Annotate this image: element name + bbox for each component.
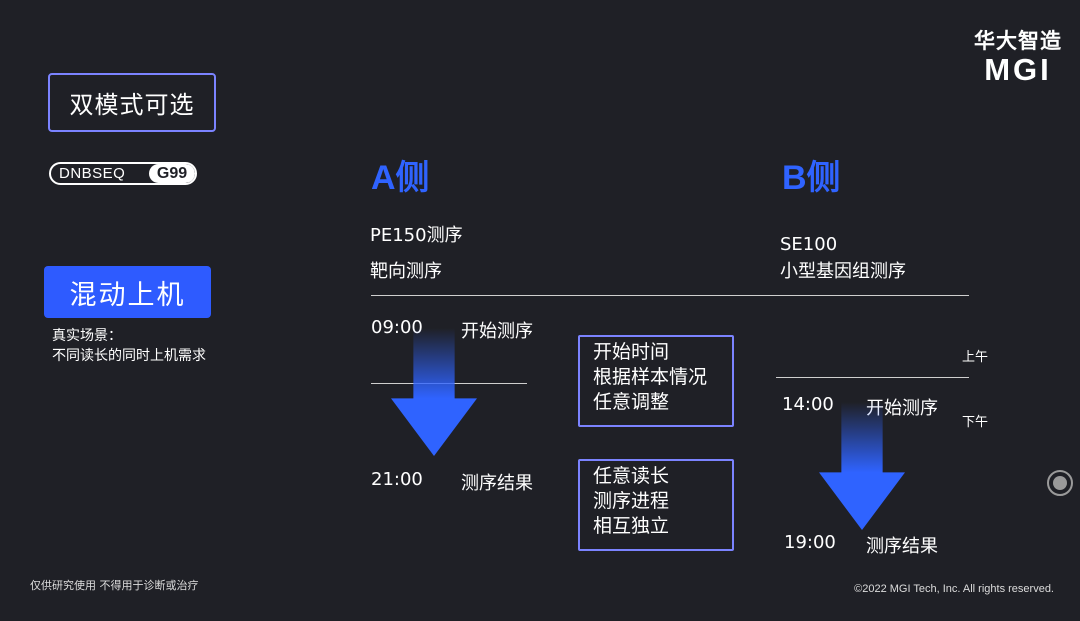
side-a-end-time: 21:00 xyxy=(371,469,423,490)
side-b-title: B侧 xyxy=(782,159,841,197)
note-box-read-length: 任意读长 测序进程 相互独立 xyxy=(578,459,734,551)
side-b-divider xyxy=(776,377,969,378)
logo-en: MGI xyxy=(984,52,1052,87)
dnbseq-g99-badge: DNBSEQ G99 xyxy=(49,162,197,185)
mixed-run-label: 混动上机 xyxy=(44,266,211,318)
pm-label: 下午 xyxy=(962,415,989,430)
top-divider xyxy=(371,295,969,296)
side-b-down-arrow-icon xyxy=(819,402,905,530)
side-b-start-label: 开始测序 xyxy=(866,398,938,419)
side-b-mode: SE100 xyxy=(780,234,838,255)
badge-version: G99 xyxy=(149,164,195,183)
scenario-line-2: 不同读长的同时上机需求 xyxy=(52,348,206,364)
note-line: 相互独立 xyxy=(593,515,670,537)
disclaimer-text: 仅供研究使用 不得用于诊断或治疗 xyxy=(30,579,199,592)
side-a-mode: PE150测序 xyxy=(370,225,463,246)
mgi-logo: 华大智造 MGI xyxy=(974,25,1062,85)
side-a-end-label: 测序结果 xyxy=(461,473,533,494)
side-b-end-time: 19:00 xyxy=(784,532,836,553)
note-line: 根据样本情况 xyxy=(593,366,708,388)
side-a-start-label: 开始测序 xyxy=(461,321,533,342)
logo-cn: 华大智造 xyxy=(974,29,1062,53)
record-icon xyxy=(1053,476,1067,490)
side-b-start-time: 14:00 xyxy=(782,394,834,415)
side-b-end-label: 测序结果 xyxy=(866,536,938,557)
side-b-application: 小型基因组测序 xyxy=(780,261,906,282)
slide-nav-button[interactable] xyxy=(1047,470,1073,496)
note-line: 任意调整 xyxy=(593,391,670,413)
note-line: 开始时间 xyxy=(593,341,670,363)
side-a-title: A侧 xyxy=(371,159,430,197)
note-line: 任意读长 xyxy=(593,465,670,487)
scenario-line-1: 真实场景： xyxy=(52,328,122,344)
copyright-text: ©2022 MGI Tech, Inc. All rights reserved… xyxy=(854,583,1054,595)
side-a-down-arrow-icon xyxy=(391,328,477,456)
badge-model: DNBSEQ xyxy=(59,165,126,182)
scenario-text: 真实场景： 不同读长的同时上机需求 xyxy=(52,326,206,366)
note-line: 测序进程 xyxy=(593,490,670,512)
dual-mode-label: 双模式可选 xyxy=(48,73,216,132)
note-box-start-time: 开始时间 根据样本情况 任意调整 xyxy=(578,335,734,427)
side-a-start-time: 09:00 xyxy=(371,317,423,338)
am-label: 上午 xyxy=(962,350,989,365)
side-a-application: 靶向测序 xyxy=(370,261,442,282)
